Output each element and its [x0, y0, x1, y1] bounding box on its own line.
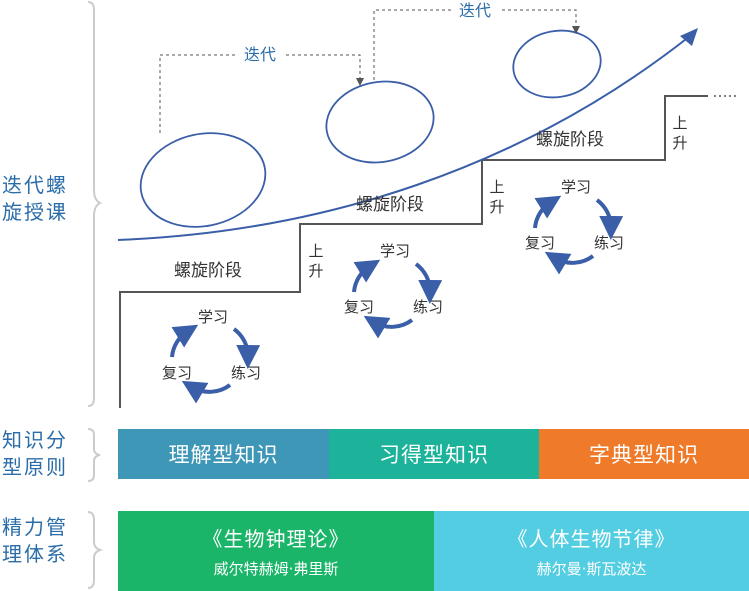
- book-biological-clock: 《生物钟理论》 威尔特赫姆·弗里斯: [118, 511, 434, 591]
- cycle-learn-1: 学习: [198, 308, 228, 326]
- cycle-3: 学习 复习 练习: [525, 178, 624, 275]
- book-author-1: 威尔特赫姆·弗里斯: [213, 560, 339, 578]
- stage-label-2: 螺旋阶段: [356, 195, 424, 215]
- side-label-spiral-teaching: 迭代螺旋授课: [2, 172, 82, 226]
- cycle-practice-3: 练习: [594, 234, 624, 252]
- rise-label-2a: 上: [489, 178, 504, 196]
- cycle-learn-3: 学习: [561, 178, 591, 196]
- iteration-connector-1: [159, 54, 364, 133]
- cycle-review-2: 复习: [344, 298, 374, 316]
- staircase-line: [119, 95, 708, 408]
- cycle-1: 学习 复习 练习: [162, 308, 261, 404]
- side-label-line3: 精力管理体系: [2, 515, 68, 566]
- rise-label-3b: 升: [672, 134, 687, 152]
- cycle-arrow-1a: [232, 327, 261, 369]
- book-author-2: 赫尔曼·斯瓦波达: [536, 560, 647, 578]
- brace-middle: [87, 428, 101, 482]
- cycle-arrow-1b: [181, 380, 232, 404]
- cycle-arrow-3a: [595, 198, 624, 240]
- iteration-label-2: 迭代: [459, 1, 491, 20]
- side-label-energy-management: 精力管理体系: [2, 514, 82, 568]
- knowledge-label-acquired: 习得型知识: [379, 443, 489, 467]
- side-label-line1: 迭代螺旋授课: [2, 173, 68, 224]
- cycle-practice-1: 练习: [231, 364, 261, 382]
- stage-label-3: 螺旋阶段: [536, 130, 604, 150]
- brace-bottom: [87, 511, 104, 589]
- book-title-2: 《人体生物节律》: [507, 527, 676, 551]
- side-label-line2: 知识分型原则: [2, 428, 68, 479]
- side-label-knowledge-types: 知识分型原则: [2, 427, 82, 481]
- cycle-arrow-2c: [352, 259, 381, 293]
- iteration-label-1: 迭代: [244, 45, 276, 64]
- rise-label-3a: 上: [672, 114, 687, 132]
- book-human-biorhythm: 《人体生物节律》 赫尔曼·斯瓦波达: [434, 511, 749, 591]
- loop-3: [512, 29, 602, 99]
- knowledge-label-understanding: 理解型知识: [168, 443, 279, 467]
- spiral-diagram: 迭代 迭代 螺旋阶段 螺旋阶段 螺旋阶段 上 升 上 升 上 升 学习 复习 练…: [117, 0, 736, 408]
- cycle-arrow-3b: [544, 251, 595, 275]
- book-title-1: 《生物钟理论》: [202, 527, 350, 551]
- growth-curve-arrowhead: [680, 28, 698, 46]
- knowledge-label-dictionary: 字典型知识: [589, 443, 699, 467]
- cycle-arrow-1c: [170, 324, 199, 358]
- growth-curve: [117, 35, 691, 241]
- cycle-2: 学习 复习 练习: [344, 242, 443, 339]
- brace-top: [87, 1, 103, 407]
- cycle-arrow-2b: [363, 315, 414, 339]
- cycle-practice-2: 练习: [413, 298, 443, 316]
- rise-label-1b: 升: [308, 262, 323, 280]
- knowledge-bar-understanding: 理解型知识: [118, 429, 329, 479]
- loop-2: [325, 80, 435, 164]
- cycle-learn-2: 学习: [380, 242, 410, 260]
- cycle-review-3: 复习: [525, 234, 555, 252]
- iteration-connector-2: [373, 9, 580, 80]
- cycle-arrow-2a: [414, 262, 443, 304]
- loop-1: [139, 132, 267, 228]
- stage-label-1: 螺旋阶段: [174, 261, 242, 281]
- rise-label-2b: 升: [489, 198, 504, 216]
- knowledge-bar-dictionary: 字典型知识: [539, 429, 749, 479]
- cycle-review-1: 复习: [162, 364, 192, 382]
- cycle-arrow-3c: [533, 195, 562, 229]
- rise-label-1a: 上: [308, 242, 323, 260]
- knowledge-bar-acquired: 习得型知识: [329, 429, 539, 479]
